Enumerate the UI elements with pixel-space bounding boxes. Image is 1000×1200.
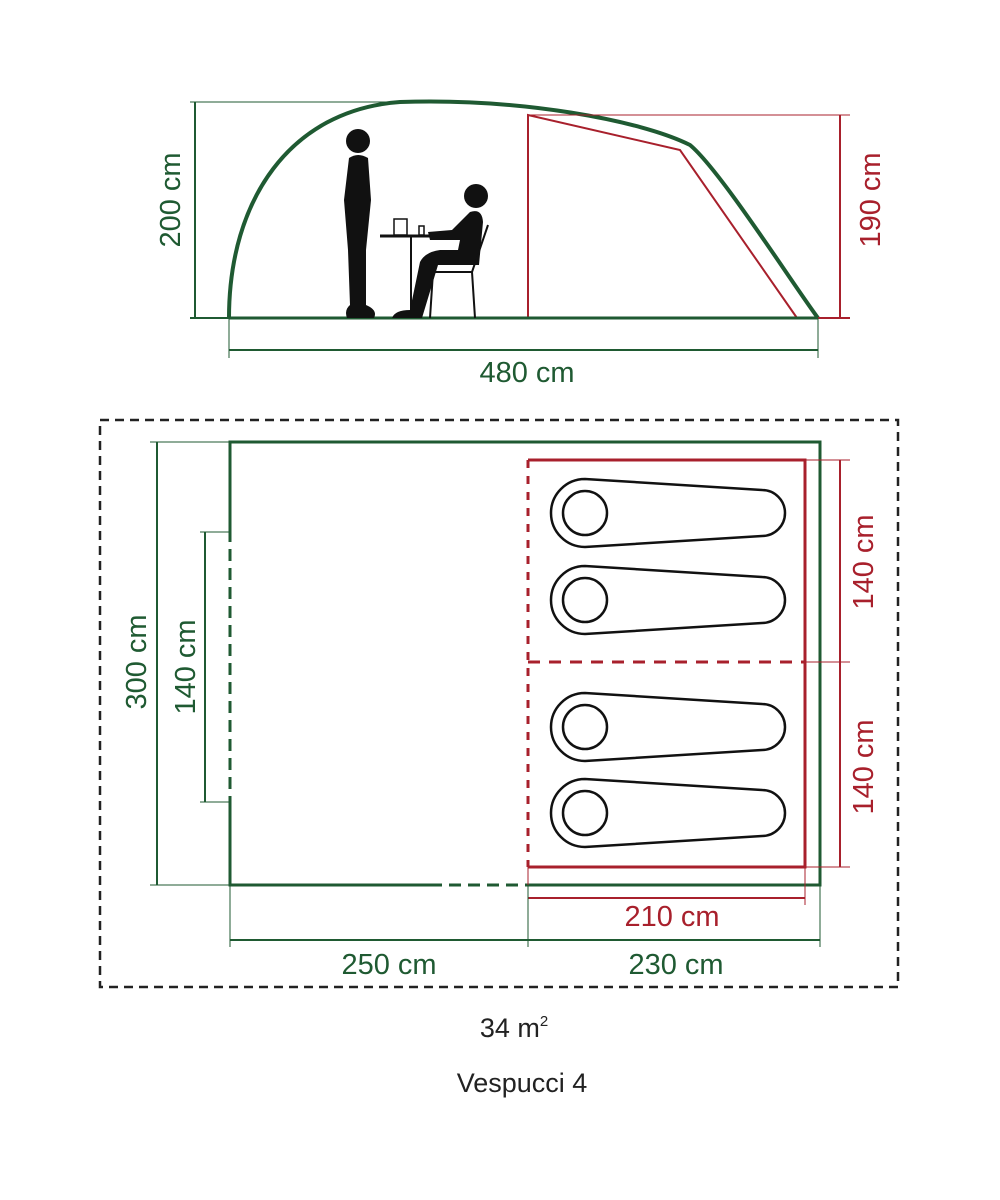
door-width-dimension <box>200 531 230 803</box>
width-total-label: 300 cm <box>121 614 153 709</box>
pillow-icon <box>561 489 609 537</box>
side-view: 200 cm 190 cm 480 cm <box>155 99 887 389</box>
width-dimension <box>150 441 230 886</box>
inner-height-dimension <box>528 114 850 319</box>
bedroom-length-label: 210 cm <box>624 901 719 933</box>
bedroom-width-label-1: 140 cm <box>848 514 880 609</box>
bedroom-width-dimension <box>805 459 850 868</box>
height-inner-label: 190 cm <box>855 152 887 247</box>
length-total-label: 480 cm <box>479 357 574 389</box>
sleeping-bag-icon <box>549 564 787 636</box>
length-dimension <box>228 318 819 358</box>
area-label: 34 m2 <box>480 1013 548 1043</box>
inner-tent-profile <box>527 113 798 319</box>
height-total-label: 200 cm <box>155 152 187 247</box>
standing-person-icon <box>344 129 375 318</box>
living-length-label: 250 cm <box>341 949 436 981</box>
bedroom-width-label-2: 140 cm <box>848 719 880 814</box>
sleeping-bags <box>549 477 787 849</box>
tent-floor-outline <box>228 440 822 887</box>
floor-plan: 300 cm 140 cm 140 cm 140 cm 210 cm 250 c… <box>98 418 900 989</box>
footprint-outline <box>98 418 900 989</box>
length-dimension-plan <box>229 885 821 947</box>
seated-person-icon <box>392 184 489 319</box>
sleeping-bag-icon <box>549 477 787 549</box>
tent-outline-profile <box>227 99 820 320</box>
pillow-icon <box>561 576 609 624</box>
door-width-label: 140 cm <box>170 619 202 714</box>
sleeping-bag-icon <box>549 691 787 763</box>
product-name: Vespucci 4 <box>457 1068 588 1098</box>
pillow-icon <box>561 703 609 751</box>
sleeping-bag-icon <box>549 777 787 849</box>
height-dimension <box>190 101 400 319</box>
sleeping-length-label: 230 cm <box>628 949 723 981</box>
pillow-icon <box>561 789 609 837</box>
